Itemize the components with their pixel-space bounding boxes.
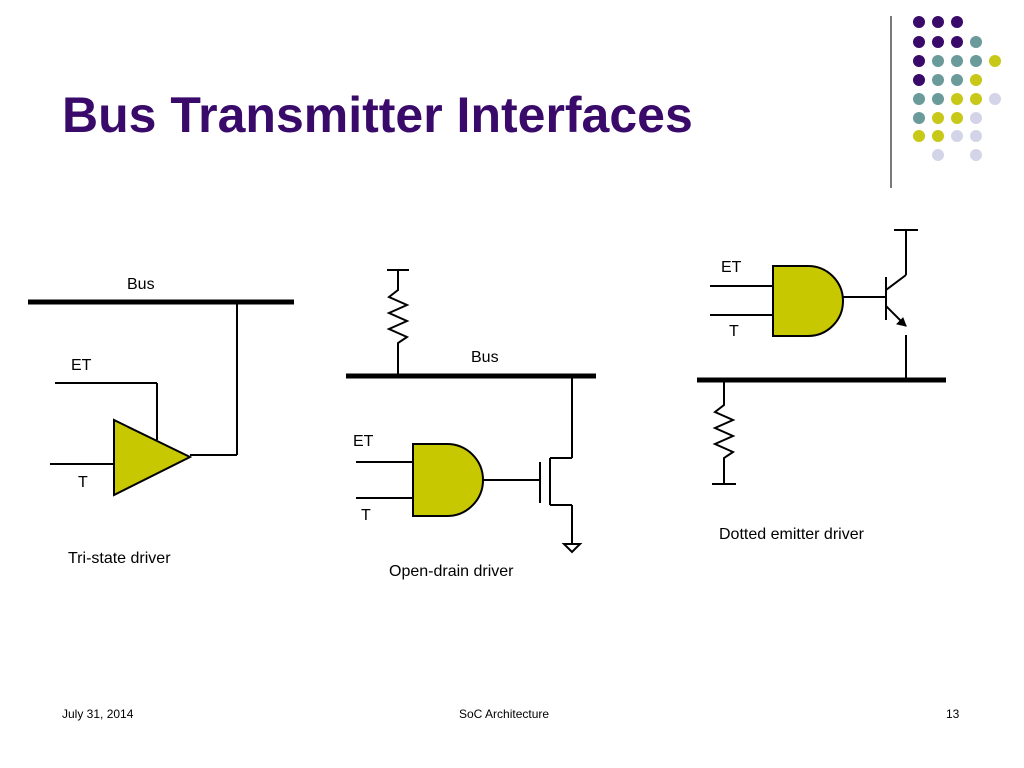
opendrain-t-label: T <box>361 507 371 524</box>
footer-page-number: 13 <box>946 707 960 721</box>
footer-course: SoC Architecture <box>459 707 550 721</box>
opendrain-pullup-resistor <box>386 270 410 375</box>
opendrain-driver-circuit <box>346 269 596 554</box>
emitter-caption: Dotted emitter driver <box>719 526 864 543</box>
opendrain-ground-symbol <box>561 543 583 554</box>
tristate-et-label: ET <box>71 357 92 374</box>
emitter-driver-circuit <box>697 229 946 485</box>
slide-title: Bus Transmitter Interfaces <box>62 87 693 143</box>
tristate-driver-circuit <box>28 299 294 497</box>
decorative-dot-pattern <box>913 16 1001 161</box>
opendrain-caption: Open-drain driver <box>389 563 514 580</box>
emitter-t-label: T <box>729 323 739 340</box>
opendrain-bus-label: Bus <box>471 349 499 366</box>
emitter-et-label: ET <box>721 259 742 276</box>
opendrain-et-label: ET <box>353 433 374 450</box>
tristate-t-label: T <box>78 474 88 491</box>
tristate-buffer-symbol <box>113 418 193 497</box>
tristate-caption: Tri-state driver <box>68 550 171 567</box>
emitter-arrow <box>896 317 907 327</box>
emitter-pulldown-resistor <box>712 380 736 484</box>
tristate-bus-label: Bus <box>127 276 155 293</box>
footer-date: July 31, 2014 <box>62 707 134 721</box>
emitter-and-gate <box>772 265 844 337</box>
divider-line <box>890 16 892 188</box>
opendrain-and-gate <box>412 443 484 517</box>
